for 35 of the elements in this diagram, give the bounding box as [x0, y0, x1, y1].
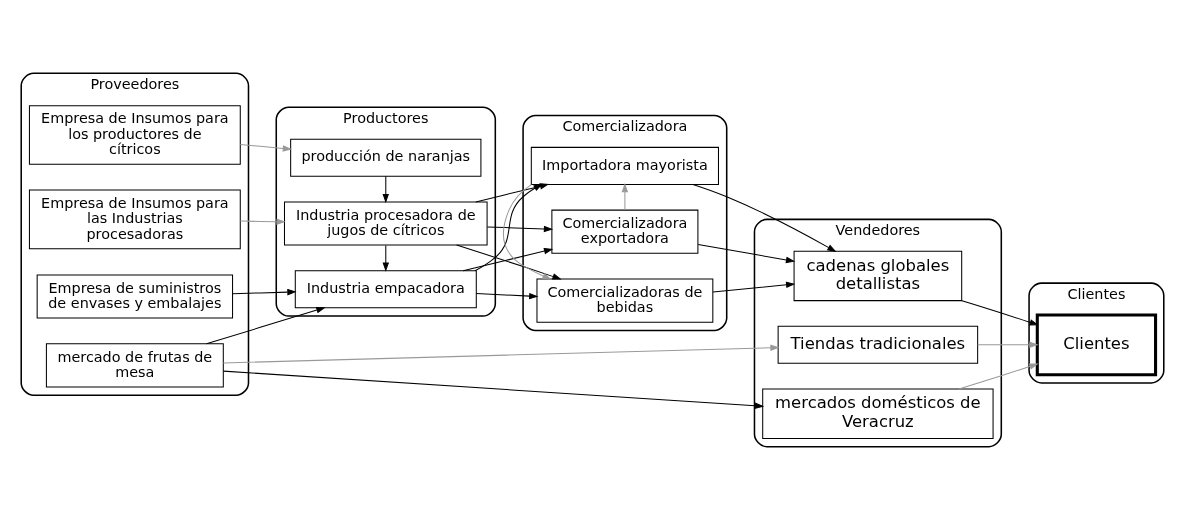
arrow	[462, 247, 554, 271]
arrow	[697, 243, 796, 263]
arrow	[456, 244, 562, 280]
arrow	[222, 370, 765, 409]
arrow	[692, 183, 837, 252]
arrow	[977, 341, 1039, 348]
node-box: producción de naranjas	[290, 138, 482, 177]
node-box: Empresa de suministros de envases y embalajes	[36, 273, 234, 319]
arrow	[958, 362, 1039, 390]
node-box: Importadora mayorista	[530, 146, 719, 185]
node-box: Tiendas tradicionales	[777, 325, 979, 364]
arrow	[712, 281, 796, 293]
arrow	[239, 217, 286, 225]
node-box: Empresa de Insumos para los productores de cítricos	[28, 104, 241, 165]
node-box: Clientes	[1035, 312, 1158, 376]
arrow	[474, 183, 543, 271]
node-box: cadenas globales detallistas	[793, 250, 963, 301]
node-box: Empresa de Insumos para las Industrias procesadoras	[28, 189, 241, 249]
arrow	[475, 182, 550, 202]
arrow	[382, 244, 390, 272]
node-box: Industria empacadora	[294, 269, 477, 308]
node-box: mercados domésticos de Veracruz	[762, 388, 994, 439]
arrow	[232, 288, 297, 295]
node-box: Comercializadoras de bebidas	[536, 278, 714, 323]
arrow	[206, 306, 326, 344]
node-box: Comercializadora exportadora	[551, 209, 699, 254]
node-box: Industria procesadora de jugos de cítricos	[283, 200, 488, 246]
node-box: mercado de frutas de mesa	[45, 342, 224, 388]
arrow	[382, 175, 390, 203]
arrow	[502, 183, 552, 280]
arrow	[475, 292, 539, 299]
arrow	[961, 299, 1039, 325]
arrow	[486, 225, 554, 232]
arrow	[621, 182, 629, 210]
arrow	[222, 344, 780, 363]
